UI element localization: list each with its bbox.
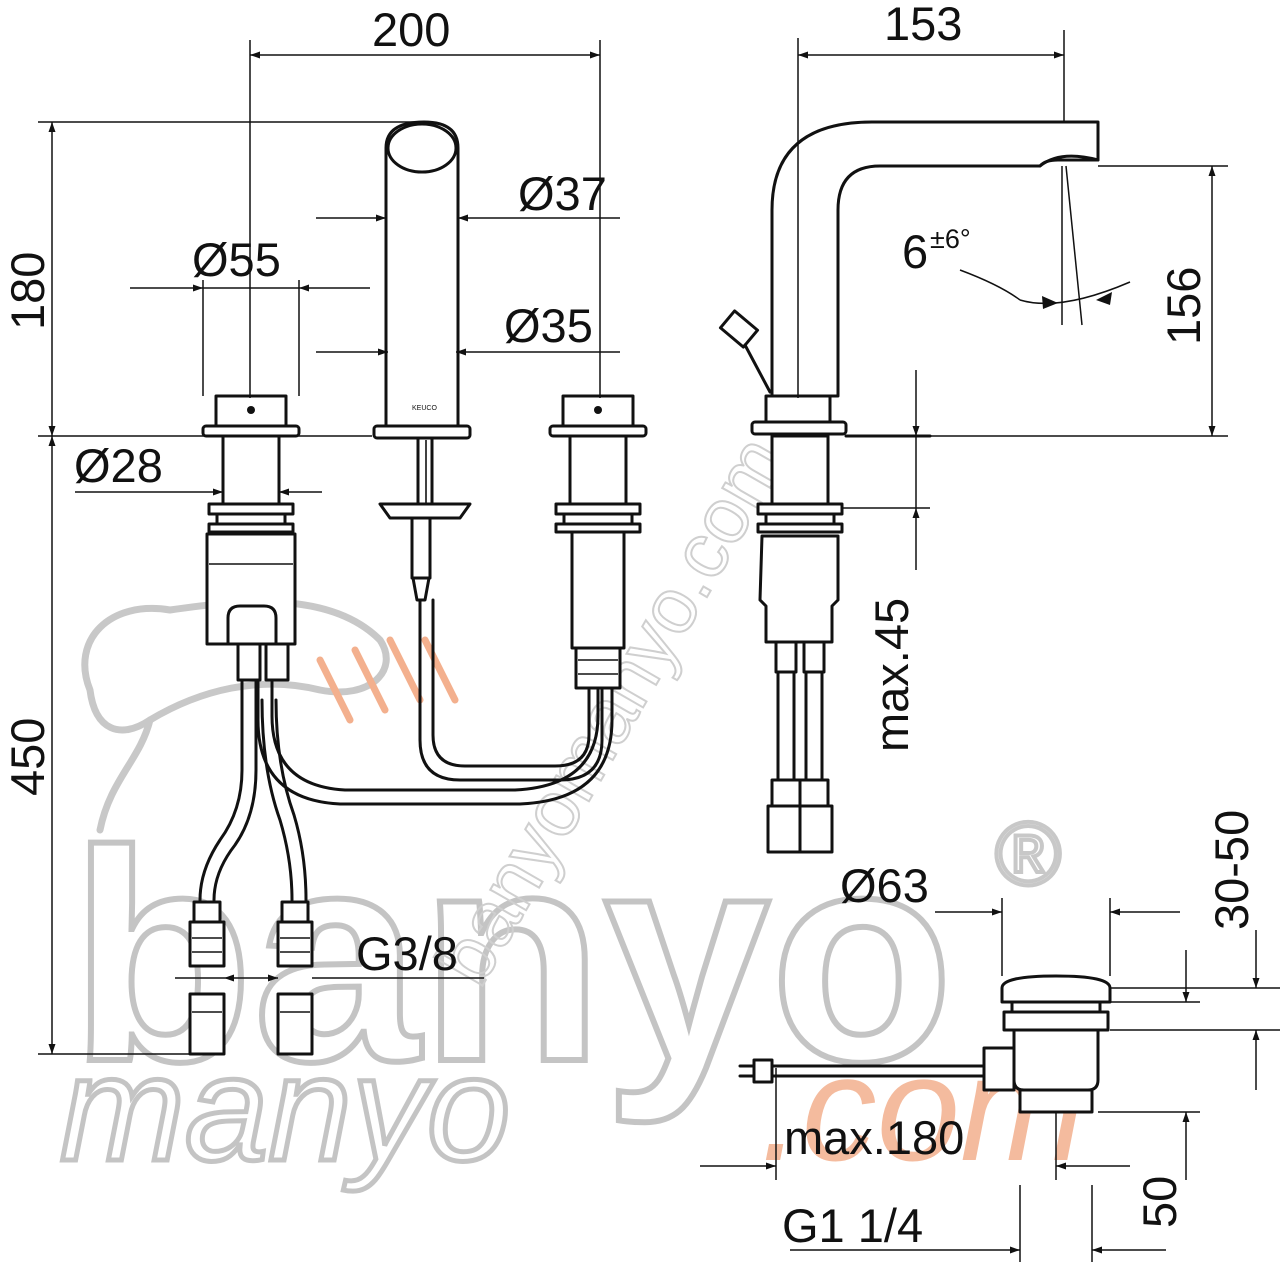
spout-top-ellipse — [386, 122, 458, 174]
watermark-registered-mark: ® — [995, 805, 1061, 905]
front-view: KEUCO — [188, 120, 648, 1056]
waste-nut — [1002, 1010, 1110, 1032]
hose-end-2-body — [276, 920, 314, 968]
right-handle-indicator — [594, 406, 602, 414]
dim-waste-range: 30-50 — [1205, 810, 1258, 930]
side-lever-rod — [743, 343, 772, 394]
dim-waste-dia: Ø63 — [840, 859, 929, 912]
spout: KEUCO — [372, 120, 472, 602]
watermark-hose-curve — [96, 716, 154, 834]
brand-mark: KEUCO — [412, 405, 437, 412]
spout-stud — [416, 436, 434, 510]
side-shank — [770, 434, 830, 506]
dim-hose-thread: G3/8 — [356, 927, 458, 980]
spout-body — [384, 120, 460, 430]
waste-plug — [1000, 974, 1112, 1004]
dim-width-total: 200 — [372, 3, 450, 56]
left-coupling-b — [264, 642, 290, 682]
dim-waste-thread: G1 1/4 — [782, 1199, 923, 1252]
waste-rod-housing — [982, 1046, 1016, 1092]
dim-spout-outlet-height: 156 — [1157, 267, 1210, 345]
waste-detail — [738, 974, 1112, 1114]
side-lever-knob — [718, 309, 760, 349]
waste-rod-clip — [752, 1058, 774, 1084]
u-hose-outer — [418, 598, 604, 782]
dimension-lines — [38, 30, 1280, 1262]
side-base — [764, 394, 832, 424]
supply-hose-2-outer — [260, 698, 294, 902]
right-shank — [568, 434, 628, 506]
hose-end-1-body — [188, 920, 226, 968]
side-rosette — [750, 420, 848, 436]
dim-depth: 153 — [884, 0, 962, 50]
side-valve-body — [758, 534, 840, 644]
dim-dia-spout-top: Ø37 — [518, 167, 607, 220]
right-valve — [548, 394, 648, 690]
dim-angle-tolerance: ±6° — [930, 224, 971, 254]
dim-dia-spout-base: Ø35 — [504, 299, 593, 352]
dim-waste-depth: 50 — [1133, 1176, 1186, 1228]
side-coupling-a — [774, 640, 798, 674]
left-shank — [221, 434, 281, 506]
watermark-water-drops — [316, 636, 459, 724]
dim-below-deck: 450 — [1, 718, 54, 796]
waste-body — [1012, 1028, 1100, 1092]
left-valve-outlet — [226, 604, 278, 646]
side-nut-3 — [756, 522, 844, 534]
waste-tail — [1018, 1088, 1094, 1114]
dim-spout-height: 180 — [1, 252, 54, 330]
spout-connector-tip — [411, 576, 431, 602]
spout-rosette — [372, 424, 472, 440]
side-spout-body — [770, 120, 1100, 398]
u-hose-inner — [431, 598, 591, 768]
side-view — [718, 120, 1100, 854]
hoses — [188, 598, 614, 1056]
supply-hose-1-outer — [198, 678, 244, 902]
dim-rod-length: max.180 — [784, 1111, 964, 1164]
supply-hose-1-inner — [212, 678, 258, 902]
dim-dia-shank: Ø28 — [74, 439, 163, 492]
spout-fixing-plate — [378, 502, 472, 520]
spout-connector — [410, 516, 432, 580]
hose-end-2-nut — [280, 900, 310, 924]
side-coupling-b — [802, 640, 826, 674]
right-valve-coupling — [574, 646, 622, 690]
side-hose-body-b — [798, 804, 834, 854]
dim-dia-handle: Ø55 — [192, 233, 281, 286]
connector-2 — [276, 992, 314, 1056]
dim-deck-thickness: max.45 — [865, 598, 918, 752]
dim-angle-base: 6 — [902, 225, 928, 278]
left-valve — [201, 394, 301, 646]
right-valve-body — [570, 530, 626, 650]
supply-hose-2-inner — [274, 698, 308, 902]
side-hose-end-a — [770, 778, 802, 808]
side-hose-body-a — [766, 804, 802, 854]
side-hose-end-b — [798, 778, 830, 808]
long-hose-inner — [270, 658, 600, 792]
side-aerator — [1038, 154, 1100, 168]
left-handle-indicator — [247, 406, 255, 414]
dimension-labels: 200 153 180 450 Ø55 Ø28 Ø37 Ø35 156 6 ±6… — [1, 0, 1258, 1252]
connector-1 — [188, 992, 226, 1056]
left-coupling-a — [236, 642, 262, 682]
left-nut-3 — [207, 522, 295, 534]
hose-end-1-nut — [192, 900, 222, 924]
